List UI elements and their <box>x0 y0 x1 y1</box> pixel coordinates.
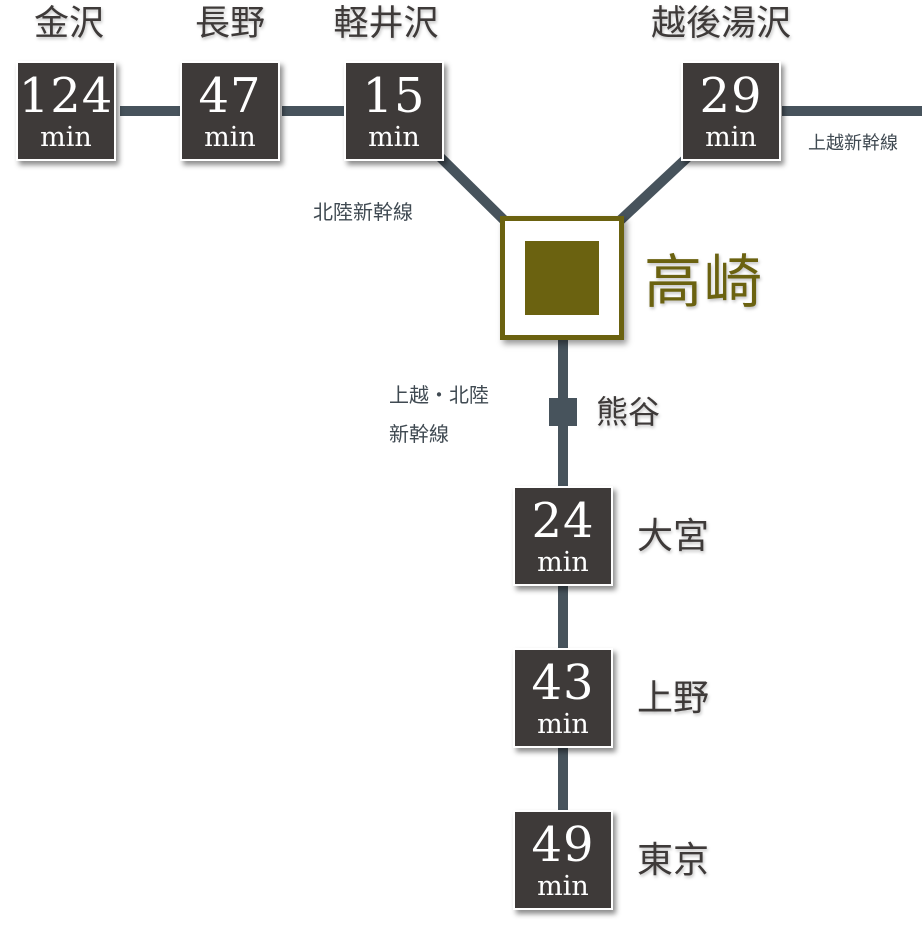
station-omiya: 24 min <box>513 486 613 586</box>
hub-station-name: 高崎 <box>644 248 765 316</box>
station-echigoyuzawa: 29 min <box>681 61 781 161</box>
time-box: 47 min <box>180 61 280 161</box>
minutes-unit: min <box>537 871 589 902</box>
minutes-value: 124 <box>18 68 114 124</box>
minutes-unit: min <box>537 547 589 578</box>
minutes-unit: min <box>537 709 589 740</box>
kumagaya-stop-marker <box>549 398 577 426</box>
track-echigoyuzawa-takasaki <box>608 151 694 232</box>
station-name-omiya: 大宮 <box>637 516 710 557</box>
minutes-value: 49 <box>531 817 595 873</box>
station-karuizawa: 15 min <box>344 61 444 161</box>
time-box: 49 min <box>513 810 613 910</box>
minutes-value: 24 <box>531 493 595 549</box>
line-label-south-2: 新幹線 <box>389 422 449 446</box>
station-tokyo: 49 min <box>513 810 613 910</box>
station-name-kumagaya: 熊谷 <box>596 393 661 431</box>
time-box: 29 min <box>681 61 781 161</box>
hub-station-box <box>500 216 624 340</box>
minutes-value: 43 <box>531 655 595 711</box>
minutes-unit: min <box>368 122 420 153</box>
minutes-value: 15 <box>362 68 426 124</box>
station-kanazawa: 124 min <box>16 61 116 161</box>
hub-marker <box>525 241 599 315</box>
station-nagano: 47 min <box>180 61 280 161</box>
station-ueno: 43 min <box>513 648 613 748</box>
station-name-echigoyuzawa: 越後湯沢 <box>650 4 791 44</box>
track-karuizawa-takasaki <box>434 151 516 232</box>
minutes-unit: min <box>204 122 256 153</box>
minutes-value: 47 <box>198 68 262 124</box>
time-box: 43 min <box>513 648 613 748</box>
station-name-nagano: 長野 <box>194 4 265 44</box>
station-name-tokyo: 東京 <box>637 840 710 881</box>
time-box: 24 min <box>513 486 613 586</box>
time-box: 15 min <box>344 61 444 161</box>
line-label-joetsu: 上越新幹線 <box>808 133 898 154</box>
station-name-ueno: 上野 <box>637 678 710 719</box>
minutes-unit: min <box>705 122 757 153</box>
line-label-hokuriku: 北陸新幹線 <box>313 200 413 224</box>
line-label-south-1: 上越・北陸 <box>389 383 489 407</box>
time-box: 124 min <box>16 61 116 161</box>
station-name-kanazawa: 金沢 <box>33 4 104 44</box>
minutes-unit: min <box>40 122 92 153</box>
minutes-value: 29 <box>699 68 763 124</box>
station-name-karuizawa: 軽井沢 <box>333 4 439 44</box>
